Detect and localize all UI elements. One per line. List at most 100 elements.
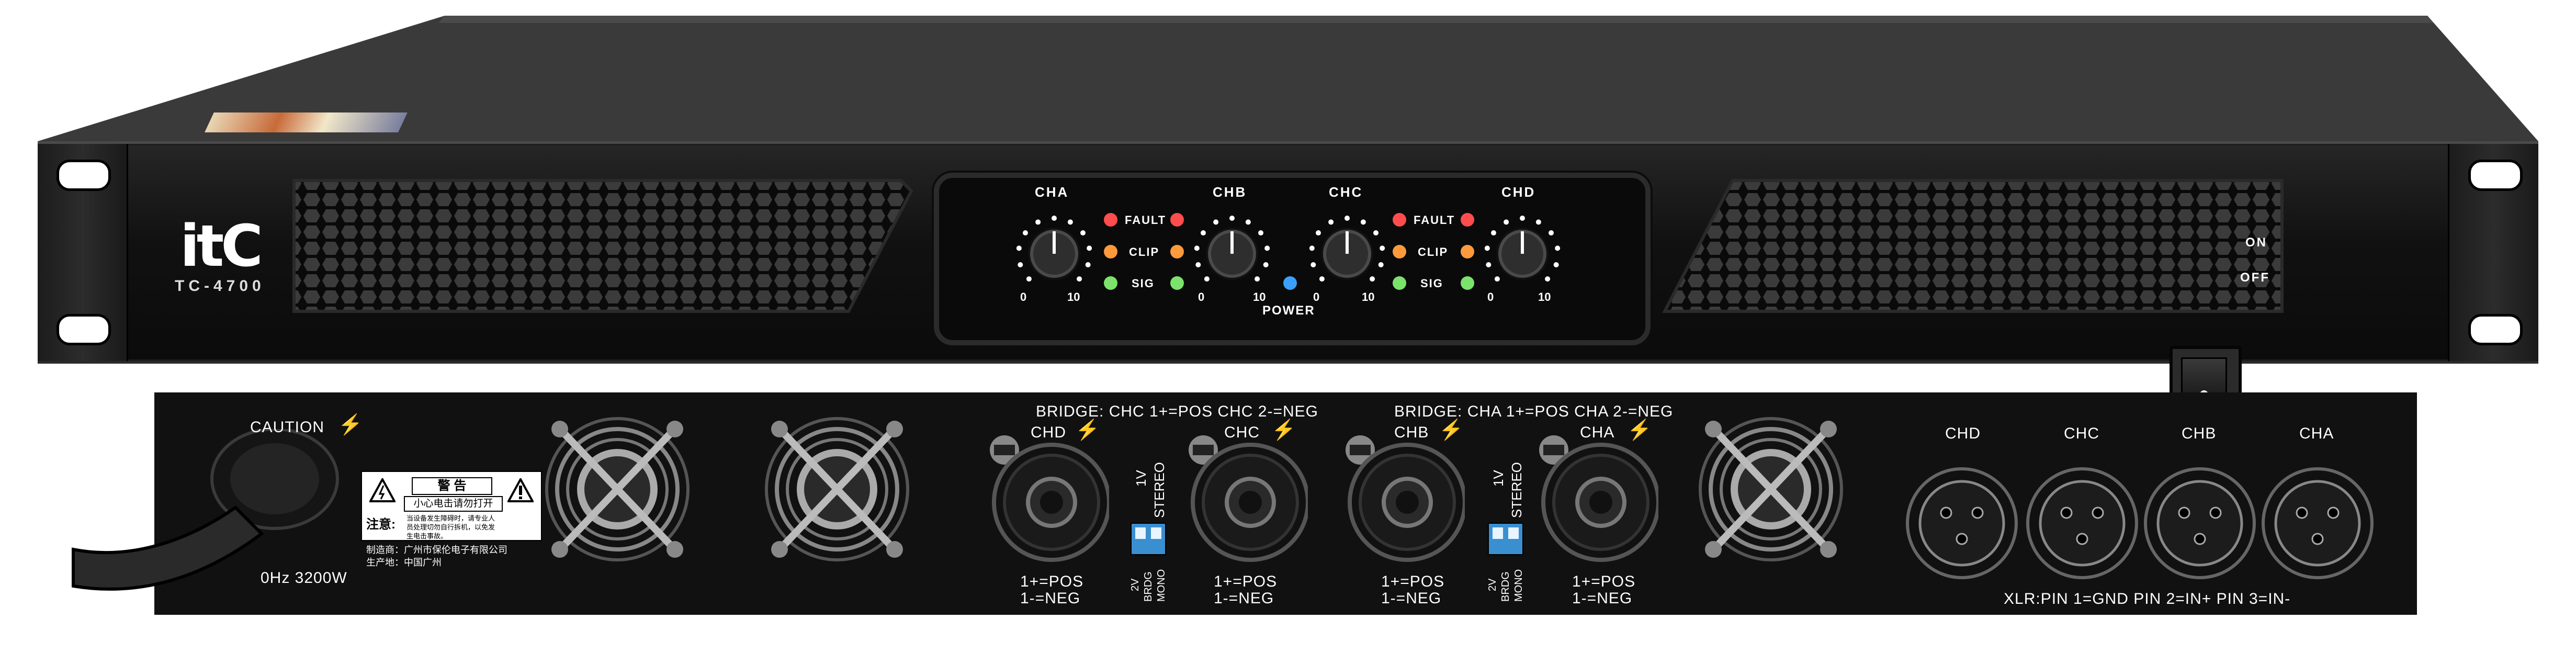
- scale-max-b: 10: [1253, 290, 1266, 303]
- scale-min-a: 0: [1020, 290, 1027, 303]
- knob-tick: [1535, 219, 1541, 225]
- knob-tick: [1080, 230, 1086, 236]
- sig-led-c: [1393, 276, 1406, 290]
- knob-tick: [1520, 216, 1525, 221]
- dip-switch-ab[interactable]: [1487, 518, 1524, 576]
- knob-tick: [1229, 216, 1235, 221]
- xlr-input-chb[interactable]: [2142, 460, 2257, 586]
- gain-knob-b[interactable]: [1188, 209, 1276, 298]
- model-number: TC-4700: [175, 277, 265, 295]
- switch-off-label: OFF: [2240, 271, 2270, 285]
- knob-tick: [1378, 262, 1384, 268]
- gain-knob-a[interactable]: [1010, 209, 1099, 298]
- manufacturer-text: 制造商：广州市保伦电子有限公司: [366, 545, 507, 555]
- dip-label-mono: MONO: [1156, 569, 1167, 602]
- speaker-label-chd: CHD: [1031, 424, 1066, 441]
- sig-led-a: [1104, 276, 1117, 290]
- xlr-input-cha[interactable]: [2260, 460, 2375, 586]
- scale-max-d: 10: [1538, 290, 1551, 303]
- knob-tick: [1380, 245, 1385, 251]
- power-cord: [72, 429, 339, 591]
- brand-logo: itC: [180, 212, 263, 279]
- sig-label: SIG: [1132, 277, 1155, 290]
- xlr-input-chc[interactable]: [2025, 460, 2140, 586]
- knob-tick: [1345, 216, 1350, 221]
- cooling-fan-2: [764, 398, 910, 581]
- lightning-icon: ⚡: [338, 414, 363, 436]
- channel-label-c: CHC: [1329, 184, 1363, 200]
- speaker-output-chb[interactable]: [1339, 429, 1465, 565]
- knob-tick: [1052, 216, 1057, 221]
- knob-tick: [1553, 262, 1559, 268]
- dip-switch-cd[interactable]: [1130, 518, 1167, 576]
- fault-label: FAULT: [1414, 213, 1455, 227]
- knob-tick: [1085, 262, 1091, 268]
- dip-label-1v: 1V: [1490, 470, 1506, 487]
- knob-tick: [1263, 262, 1269, 268]
- knob-tick: [1016, 245, 1022, 251]
- cooling-fan-1: [544, 398, 691, 581]
- chassis-top-cover: [38, 16, 2538, 141]
- knob-tick: [1026, 276, 1032, 282]
- knob-tick: [1087, 245, 1092, 251]
- speaker-output-cha[interactable]: [1533, 429, 1658, 565]
- knob-tick: [1494, 276, 1500, 282]
- knob-tick: [1204, 276, 1210, 282]
- speaker-label-chc: CHC: [1224, 424, 1260, 441]
- warning-label: 警 告 小心电击请勿打开 注意: 当设备发生障碍时，请专业人员处理切勿自行拆机，…: [361, 471, 542, 541]
- xlr-input-chd[interactable]: [1904, 460, 2019, 586]
- lightning-icon: ⚡: [1271, 419, 1296, 441]
- vent-grille-left: [292, 179, 913, 313]
- knob-tick: [1555, 245, 1561, 251]
- knob-tick: [1373, 230, 1379, 236]
- front-unit: itC TC-4700 ON OFF CHA: [38, 16, 2538, 455]
- chc-neg-label: 1-=NEG: [1214, 590, 1274, 607]
- warning-note-text: 当设备发生障碍时，请专业人员处理切勿自行拆机，以免发生电击事故。: [406, 514, 495, 540]
- knob-tick: [1195, 262, 1201, 268]
- gain-knob-c[interactable]: [1303, 209, 1392, 298]
- speaker-output-chc[interactable]: [1182, 429, 1308, 565]
- knob-tick: [1490, 230, 1496, 236]
- knob-tick: [1328, 219, 1334, 225]
- knob-tick: [1319, 276, 1325, 282]
- speaker-output-chd[interactable]: [984, 429, 1109, 565]
- lightning-icon: ⚡: [1439, 419, 1464, 441]
- dip-label-2v: 2V: [1129, 578, 1141, 591]
- knob-tick: [1484, 245, 1490, 251]
- knob-tick: [1264, 245, 1270, 251]
- knob-tick: [1486, 262, 1492, 268]
- knob-tick: [1035, 219, 1041, 225]
- mounting-hole: [57, 160, 111, 191]
- vent-grille-right: [1662, 179, 2284, 313]
- scale-min-b: 0: [1198, 290, 1205, 303]
- knob-tick: [1194, 245, 1200, 251]
- knob-tick: [1315, 230, 1321, 236]
- mounting-hole: [2468, 314, 2523, 345]
- switch-on-label: ON: [2245, 235, 2267, 250]
- clip-label: CLIP: [1418, 245, 1449, 258]
- rack-ear-left: [38, 144, 128, 361]
- xlr-label-chd: CHD: [1945, 425, 1981, 442]
- gain-knob-d[interactable]: [1478, 209, 1567, 298]
- knob-tick: [1504, 219, 1509, 225]
- channel-label-d: CHD: [1501, 184, 1536, 200]
- knob-tick: [1360, 219, 1366, 225]
- knob-tick: [1018, 262, 1023, 268]
- power-rating: 0Hz 3200W: [261, 569, 347, 587]
- knob-tick: [1549, 230, 1554, 236]
- dip-label-brdg: BRDG: [1500, 571, 1511, 602]
- warning-note-label: 注意:: [366, 517, 396, 532]
- xlr-pinout: XLR:PIN 1=GND PIN 2=IN+ PIN 3=IN-: [2004, 590, 2291, 607]
- caution-label: CAUTION: [250, 419, 324, 436]
- xlr-label-chc: CHC: [2064, 425, 2099, 442]
- fault-led-b: [1170, 213, 1184, 227]
- clip-led-c: [1393, 245, 1406, 258]
- cooling-fan-3: [1698, 398, 1844, 581]
- knob-tick: [1077, 276, 1082, 282]
- sig-led-d: [1461, 276, 1474, 290]
- label-sticker: [205, 112, 408, 132]
- power-led: [1283, 276, 1297, 290]
- lightning-icon: ⚡: [1627, 419, 1652, 441]
- speaker-label-chb: CHB: [1394, 424, 1429, 441]
- knob-tick: [1258, 230, 1264, 236]
